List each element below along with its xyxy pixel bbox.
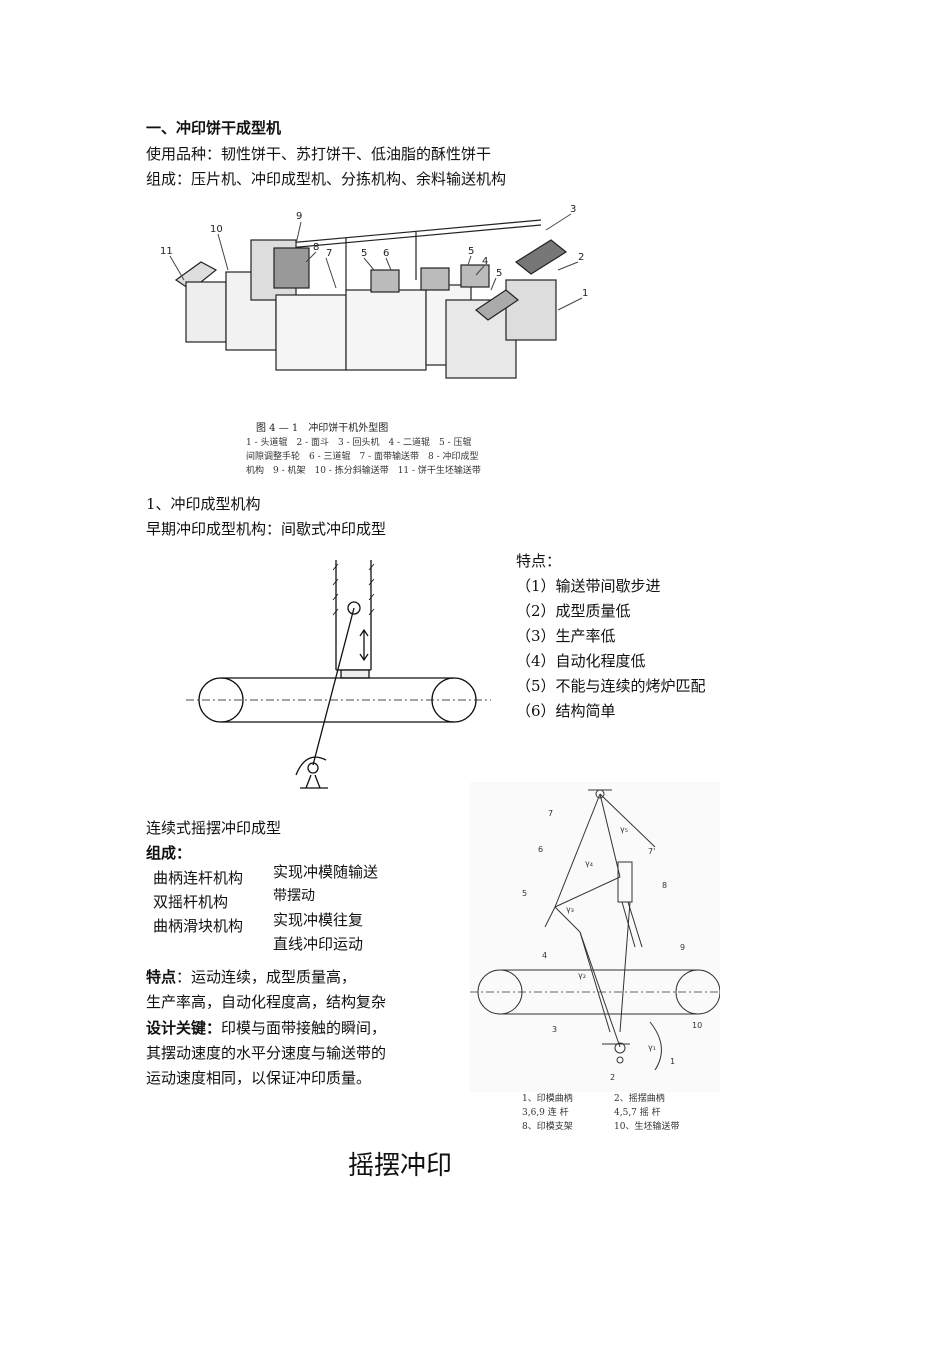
function-item: 实现冲模随输送 <box>273 863 379 881</box>
callout-8: 8 <box>313 242 319 253</box>
feature-item: （6）结构简单 <box>516 702 616 720</box>
swing-label-7prime: 7' <box>648 847 655 856</box>
swing-drawing: 7 γ₅ 7' 6 γ₄ 8 5 γ₃ 9 4 γ₂ 10 3 γ₁ 1 2 <box>470 782 721 1092</box>
callout-6: 6 <box>383 248 389 259</box>
swing-legend-item: 10、生坯输送带 <box>614 1122 680 1132</box>
swing-label-9: 9 <box>680 943 685 952</box>
swing-label-10: 10 <box>692 1021 702 1030</box>
swing-label-gamma3: γ₃ <box>566 905 574 914</box>
callout-1: 1 <box>582 288 588 299</box>
design-key-line1: 设计关键：印模与面带接触的瞬间， <box>146 1016 386 1040</box>
swing-label-gamma1: γ₁ <box>648 1043 656 1052</box>
swing-label-3: 3 <box>552 1025 557 1034</box>
figure1-legend-line: 1 - 头道辊 2 - 面斗 3 - 回头机 4 - 二道辊 5 - 压辊 <box>246 438 472 448</box>
feature-item: （3）生产率低 <box>516 627 616 645</box>
figure1-legend-line: 机构 9 - 机架 10 - 拣分斜输送带 11 - 饼干生坯输送带 <box>246 466 481 476</box>
swing-legend-item: 4,5,7 摇 杆 <box>614 1108 661 1118</box>
composition-text: 组成：压片机、冲印成型机、分拣机构、余料输送机构 <box>146 170 507 188</box>
swing-legend: 1、印模曲柄 2、摇摆曲柄 3,6,9 连 杆 4,5,7 摇 杆 8、印模支架 10… <box>522 1092 679 1134</box>
callout-5c: 5 <box>496 268 502 279</box>
machine-figure: 9 10 11 8 7 5 6 5 4 5 3 2 1 图 4 — 1 冲印饼干… <box>146 200 590 482</box>
features-bold-label: 特点 <box>146 968 177 986</box>
continuous-features-line1: 特点：运动连续，成型质量高， <box>146 965 356 989</box>
design-key-label: 设计关键： <box>146 1019 222 1037</box>
machine-drawing: 9 10 11 8 7 5 6 5 4 5 3 2 1 <box>160 204 588 379</box>
varieties-text: 使用品种：韧性饼干、苏打饼干、低油脂的酥性饼干 <box>146 145 492 163</box>
subsection-heading: 1、冲印成型机构 <box>146 495 261 513</box>
swing-label-6: 6 <box>538 845 543 854</box>
callout-9: 9 <box>296 211 302 222</box>
swing-legend-item: 1、印模曲柄 <box>522 1094 573 1104</box>
design-key-text: 印模与面带接触的瞬间， <box>221 1019 387 1037</box>
features-text: ：运动连续，成型质量高， <box>176 968 357 986</box>
features-list: （1）输送带间歇步进 （2）成型质量低 （3）生产率低 （4）自动化程度低 （5… <box>516 574 706 723</box>
design-key-line3: 运动速度相同，以保证冲印质量。 <box>146 1069 372 1087</box>
swing-caption: 摇摆冲印 <box>348 1151 453 1181</box>
section-title: 一、冲印饼干成型机 <box>146 119 282 137</box>
swing-legend-item: 2、摇摆曲柄 <box>614 1094 665 1104</box>
mechanism-item: 曲柄连杆机构 <box>153 869 244 887</box>
figure1-legend-line: 间隙调整手轮 6 - 三道辊 7 - 面带输送带 8 - 冲印成型 <box>246 452 479 462</box>
feature-item: （2）成型质量低 <box>516 602 631 620</box>
swing-label-1: 1 <box>670 1057 675 1066</box>
features-label: 特点： <box>516 552 562 570</box>
feature-item: （5）不能与连续的烤炉匹配 <box>516 677 706 695</box>
mechanism-item: 曲柄滑块机构 <box>153 917 244 935</box>
function-item: 直线冲印运动 <box>273 935 364 953</box>
swing-figure: 7 γ₅ 7' 6 γ₄ 8 5 γ₃ 9 4 γ₂ 10 3 γ₁ 1 2 1… <box>470 782 721 1134</box>
callout-11: 11 <box>160 246 173 257</box>
feature-item: （4）自动化程度低 <box>516 652 646 670</box>
swing-label-gamma2: γ₂ <box>578 971 586 980</box>
composition-label: 组成： <box>146 844 192 862</box>
intermittent-drawing <box>186 560 491 789</box>
callout-7: 7 <box>326 248 332 259</box>
callout-2: 2 <box>578 252 584 263</box>
swing-label-gamma4: γ₄ <box>585 859 593 868</box>
swing-legend-item: 3,6,9 连 杆 <box>522 1108 569 1118</box>
swing-label-4: 4 <box>542 951 547 960</box>
callout-10: 10 <box>210 224 223 235</box>
intermittent-figure <box>186 550 496 802</box>
design-key-line2: 其摆动速度的水平分速度与输送带的 <box>146 1044 387 1062</box>
swing-label-7: 7 <box>548 809 553 818</box>
continuous-features-line2: 生产率高，自动化程度高，结构复杂 <box>146 993 387 1011</box>
callout-5a: 5 <box>361 248 367 259</box>
early-mechanism-text: 早期冲印成型机构：间歇式冲印成型 <box>146 520 387 538</box>
callout-5b: 5 <box>468 246 474 257</box>
swing-label-gamma5: γ₅ <box>620 825 628 834</box>
function-item: 实现冲模往复 <box>273 911 364 929</box>
swing-label-5: 5 <box>522 889 527 898</box>
continuous-title: 连续式摇摆冲印成型 <box>146 819 282 837</box>
mechanism-item: 双摇杆机构 <box>153 893 229 911</box>
figure1-title: 图 4 — 1 冲印饼干机外型图 <box>256 423 389 434</box>
composition-table: 曲柄连杆机构 双摇杆机构 曲柄滑块机构 实现冲模随输送 带摆动 实现冲模往复 直… <box>153 863 378 956</box>
swing-legend-item: 8、印模支架 <box>522 1122 573 1132</box>
callout-4: 4 <box>482 256 488 267</box>
function-item: 带摆动 <box>273 888 315 904</box>
swing-label-8: 8 <box>662 881 667 890</box>
feature-item: （1）输送带间歇步进 <box>516 577 661 595</box>
swing-label-2: 2 <box>610 1073 615 1082</box>
callout-3: 3 <box>570 204 576 215</box>
